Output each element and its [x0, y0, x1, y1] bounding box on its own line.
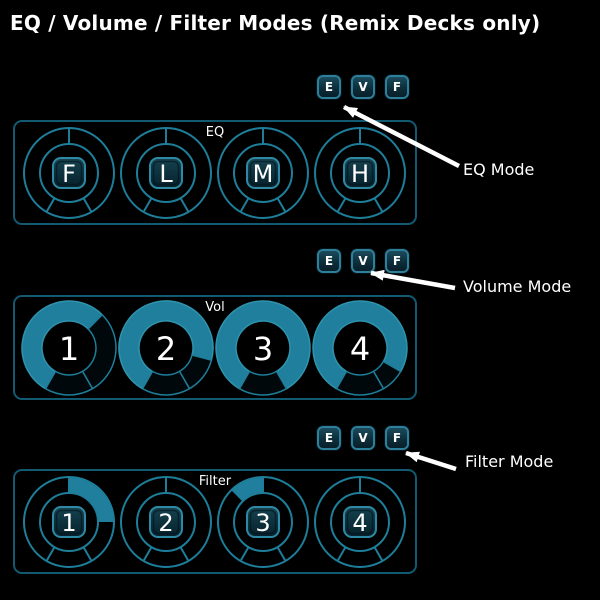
eq-panel-label: EQ	[205, 125, 225, 140]
page-title: EQ / Volume / Filter Modes (Remix Decks …	[10, 11, 541, 35]
svg-text:M: M	[253, 160, 274, 188]
filter-knob-row: 1 2 3 4	[15, 471, 415, 572]
mode-e-button[interactable]: E	[317, 249, 341, 273]
knob-vol-2[interactable]: 2	[117, 299, 215, 397]
volume-mode-button-row: E V F	[317, 249, 409, 273]
svg-text:2: 2	[156, 330, 176, 368]
svg-text:1: 1	[61, 509, 76, 537]
mode-f-button[interactable]: F	[385, 426, 409, 450]
svg-text:H: H	[351, 160, 369, 188]
volume-panel-label: Vol	[205, 300, 225, 315]
svg-text:3: 3	[255, 509, 270, 537]
knob-filter-2[interactable]: 2	[117, 473, 215, 571]
filter-panel-label: Filter	[198, 474, 232, 489]
volume-panel: Vol 1 2 3 4	[13, 295, 417, 400]
mode-e-button[interactable]: E	[317, 426, 341, 450]
knob-eq-l[interactable]: L	[117, 124, 215, 222]
mode-v-button[interactable]: V	[351, 75, 375, 99]
filter-mode-callout: Filter Mode	[465, 452, 554, 471]
svg-text:4: 4	[350, 330, 370, 368]
svg-text:2: 2	[158, 509, 173, 537]
filter-mode-button-row: E V F	[317, 426, 409, 450]
knob-filter-1[interactable]: 1	[20, 473, 118, 571]
knob-eq-f[interactable]: F	[20, 124, 118, 222]
filter-panel: Filter 1 2 3 4	[13, 469, 417, 574]
knob-eq-h[interactable]: H	[311, 124, 409, 222]
filter-mode-arrow	[405, 450, 457, 472]
knob-vol-1[interactable]: 1	[20, 299, 118, 397]
mode-f-button[interactable]: F	[385, 249, 409, 273]
eq-mode-button-row: E V F	[317, 75, 409, 99]
svg-text:4: 4	[352, 509, 367, 537]
mode-v-button[interactable]: V	[351, 426, 375, 450]
mode-f-button[interactable]: F	[385, 75, 409, 99]
knob-filter-3[interactable]: 3	[214, 473, 312, 571]
volume-mode-callout: Volume Mode	[463, 277, 572, 296]
knob-vol-3[interactable]: 3	[214, 299, 312, 397]
eq-mode-callout: EQ Mode	[463, 160, 535, 179]
knob-eq-m[interactable]: M	[214, 124, 312, 222]
eq-panel: EQ F L M H	[13, 120, 417, 225]
volume-knob-row: 1 2 3 4	[15, 297, 415, 398]
knob-filter-4[interactable]: 4	[311, 473, 409, 571]
svg-text:F: F	[62, 160, 76, 188]
svg-text:1: 1	[59, 330, 79, 368]
volume-mode-arrow	[370, 269, 456, 291]
mode-e-button[interactable]: E	[317, 75, 341, 99]
mode-v-button[interactable]: V	[351, 249, 375, 273]
svg-text:L: L	[159, 160, 173, 188]
svg-text:3: 3	[253, 330, 273, 368]
knob-vol-4[interactable]: 4	[311, 299, 409, 397]
